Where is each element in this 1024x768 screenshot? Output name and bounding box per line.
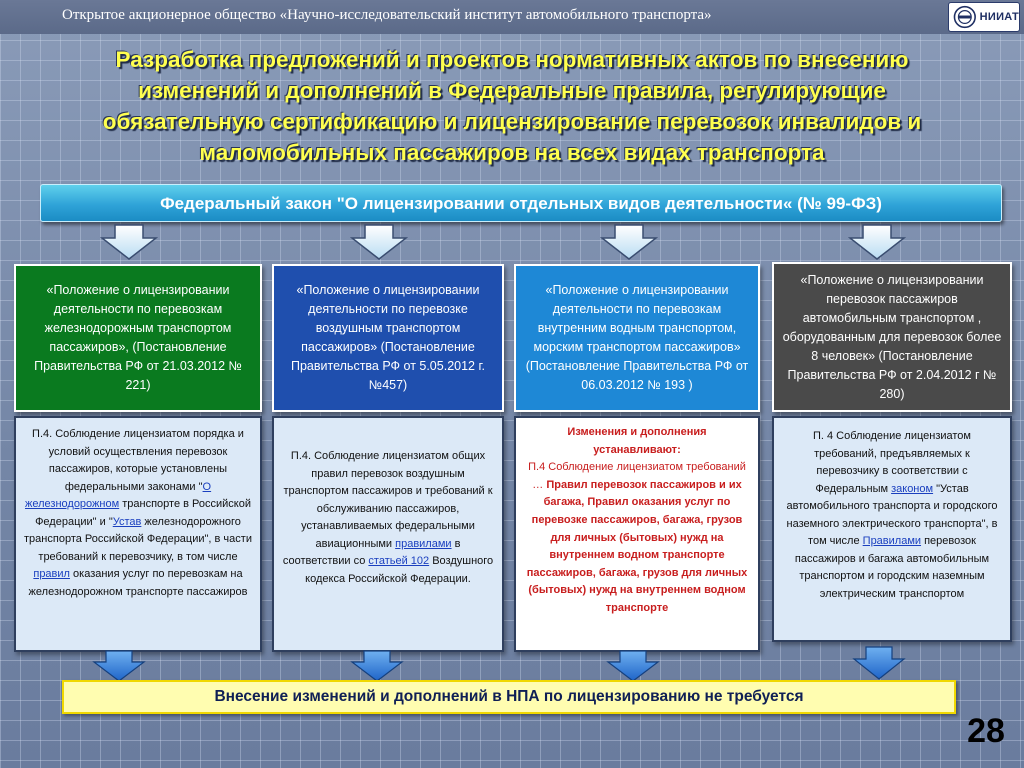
rules-link[interactable]: правил [33, 568, 70, 580]
logo-text: НИИАТ [979, 11, 1019, 23]
charter-link[interactable]: Устав [112, 515, 142, 528]
down-arrow-icon [606, 650, 660, 682]
conclusion-banner: Внесение изменений и дополнений в НПА по… [62, 680, 956, 714]
rail-text: железнодорожного транспорта Российской Ф… [24, 515, 252, 563]
air-requirements-body: П.4. Соблюдение лицензиатом общих правил… [272, 416, 504, 652]
down-arrow-icon [848, 224, 906, 260]
road-rules-link[interactable]: Правилами [862, 535, 922, 547]
rail-text: оказания услуг по перевозкам на железнод… [28, 568, 248, 598]
slide-number: 28 [967, 712, 1005, 750]
down-arrow-icon [92, 650, 146, 682]
down-arrow-icon [350, 650, 404, 682]
road-regulation-header: «Положение о лицензировании перевозок па… [772, 262, 1012, 412]
railway-law-link[interactable]: О железнодорожном [25, 480, 212, 511]
road-requirements-body: П. 4 Соблюдение лицензиатом требований, … [772, 416, 1012, 642]
rail-text: П.4. Соблюдение лицензиатом порядка и ус… [32, 428, 244, 493]
road-text: П. 4 Соблюдение лицензиатом требований, … [812, 430, 971, 495]
header-bar: Открытое акционерное общество «Научно-ис… [0, 0, 1024, 34]
down-arrow-icon [852, 646, 906, 680]
air-regulation-header: «Положение о лицензировании деятельности… [272, 264, 504, 412]
aviation-rules-link[interactable]: правилами [395, 537, 452, 550]
water-requirements-body: Изменения и дополнения устанавливают: П.… [514, 416, 760, 652]
water-text: П.4 Соблюдение лицензиатом требований … [528, 461, 746, 491]
rail-regulation-title: «Положение о лицензировании деятельности… [34, 283, 242, 392]
water-regulation-header: «Положение о лицензировании деятельности… [514, 264, 760, 412]
rail-requirements-body: П.4. Соблюдение лицензиатом порядка и ус… [14, 416, 262, 652]
organization-title: Открытое акционерное общество «Научно-ис… [62, 7, 712, 23]
title-line: изменений и дополнений в Федеральные пра… [138, 78, 886, 103]
rail-regulation-header: «Положение о лицензировании деятельности… [14, 264, 262, 412]
air-text: Воздушного кодекса Российской Федерации. [305, 555, 494, 585]
water-rules-text: Правил перевозок пассажиров и их багажа,… [526, 478, 748, 614]
down-arrow-icon [600, 224, 658, 260]
federal-law-banner: Федеральный закон "О лицензировании отде… [40, 184, 1002, 222]
slide-title: Разработка предложений и проектов нормат… [20, 44, 1004, 168]
title-line: обязательную сертификацию и лицензирован… [102, 109, 922, 134]
down-arrow-icon [350, 224, 408, 260]
niiat-logo: НИИАТ [948, 2, 1020, 32]
road-law-link[interactable]: законом [891, 482, 934, 495]
down-arrow-icon [100, 224, 158, 260]
water-changes-intro: Изменения и дополнения устанавливают: [567, 426, 707, 456]
title-line: Разработка предложений и проектов нормат… [115, 47, 909, 72]
title-line: маломобильных пассажиров на всех видах т… [199, 140, 825, 165]
road-text: "Устав автомобильного транспорта и город… [786, 482, 998, 548]
article-102-link[interactable]: статьей 102 [368, 555, 430, 567]
air-text: в соответствии со [282, 537, 461, 568]
road-regulation-title: «Положение о лицензировании перевозок па… [782, 272, 1002, 401]
road-text: перевозок пассажиров и багажа автомобиль… [794, 535, 990, 600]
air-text: П.4. Соблюдение лицензиатом общих правил… [283, 450, 493, 550]
emblem-icon [953, 5, 976, 29]
water-regulation-title: «Положение о лицензировании деятельности… [525, 283, 749, 392]
rail-text: транспорте в Российской Федерации" и " [35, 498, 251, 528]
air-regulation-title: «Положение о лицензировании деятельности… [291, 283, 485, 392]
